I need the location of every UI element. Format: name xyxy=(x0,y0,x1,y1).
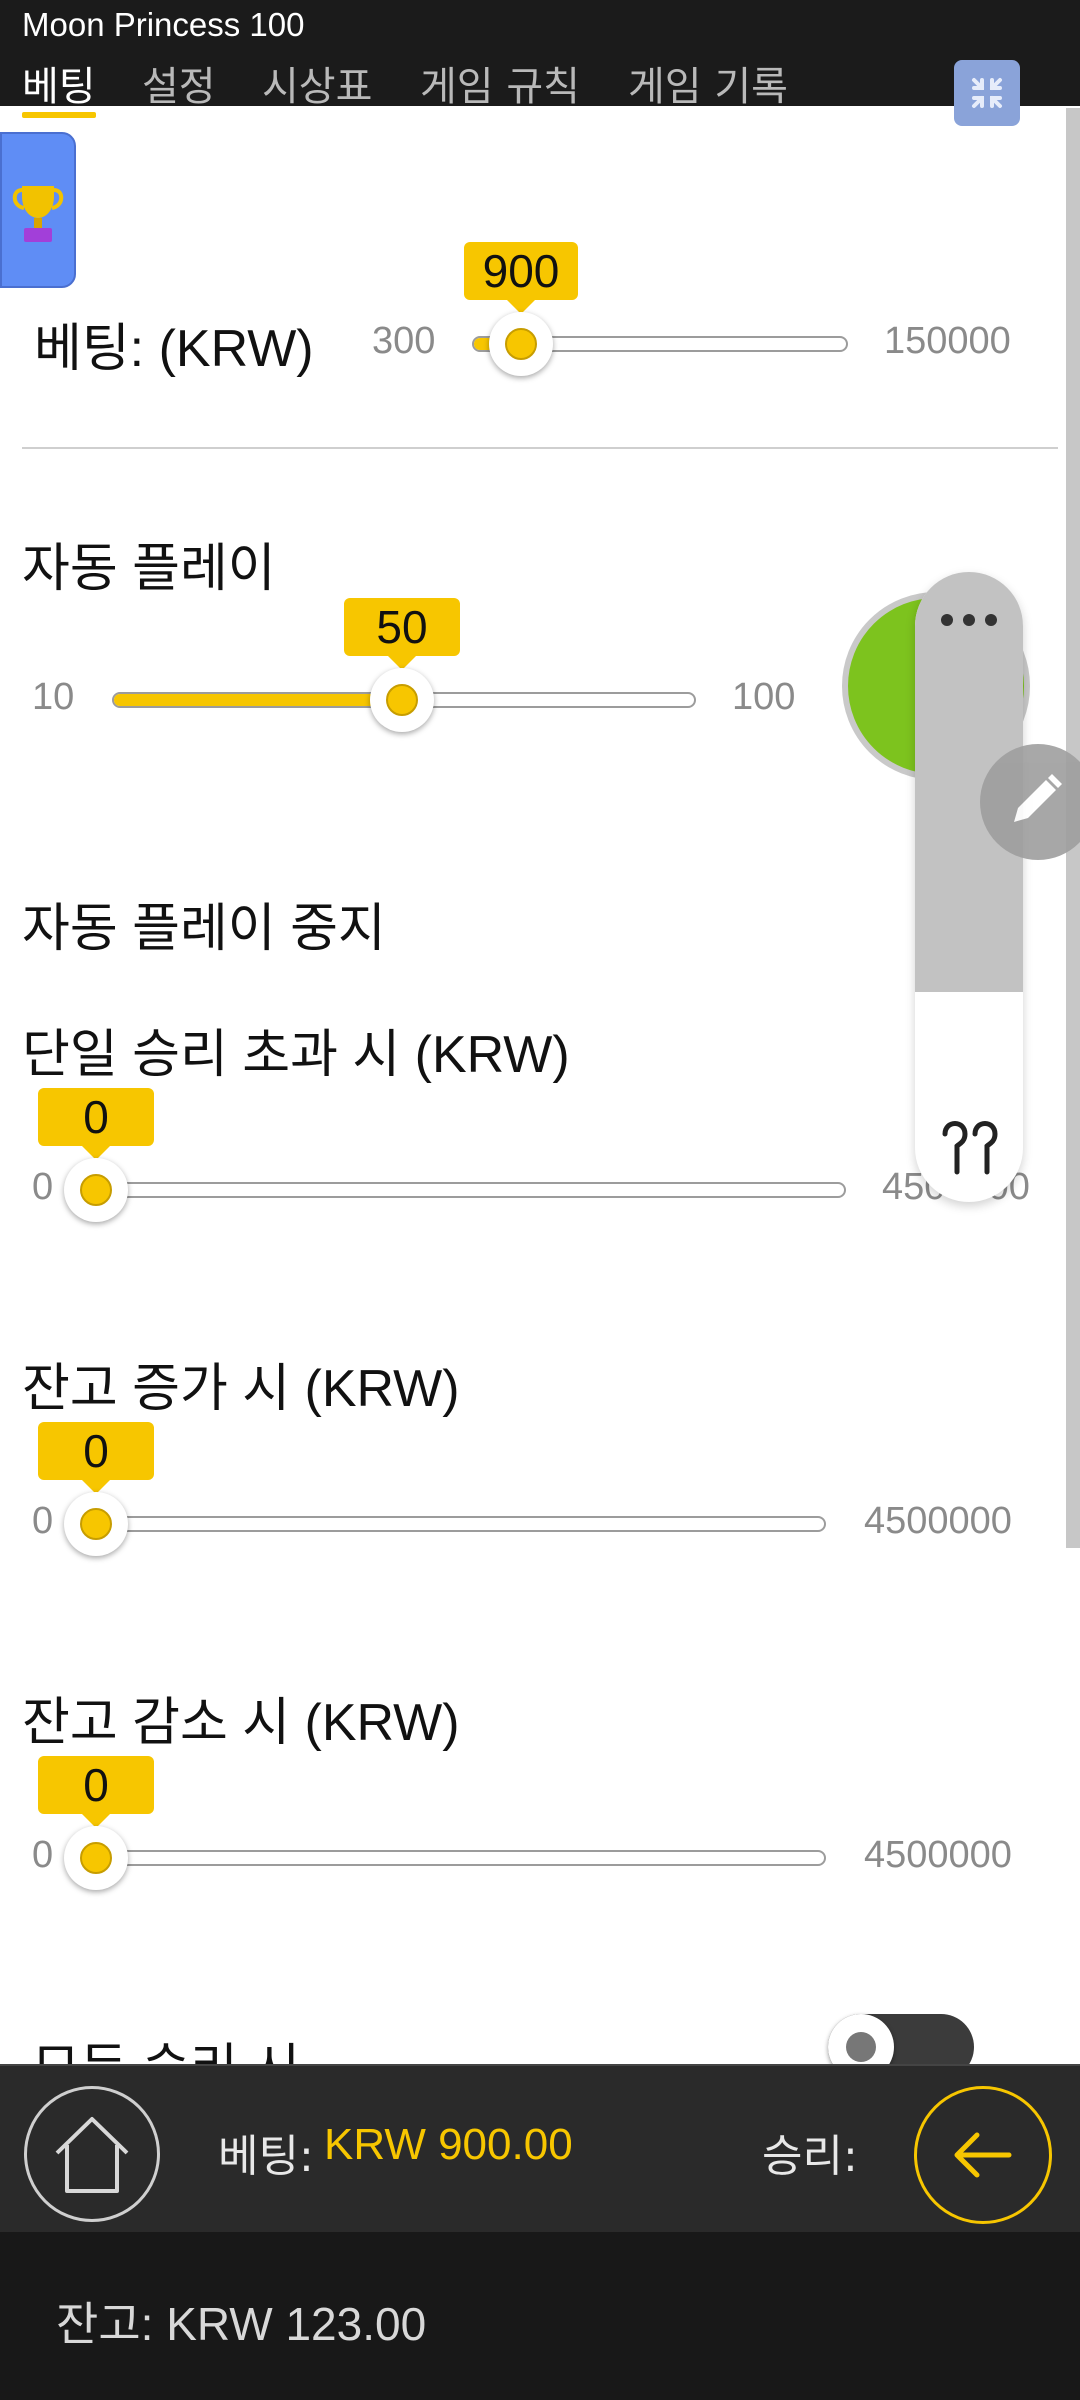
bet-value-bubble: 900 xyxy=(464,242,578,314)
bet-label: 베팅: (KRW) xyxy=(34,320,314,378)
autoplay-slider-fill xyxy=(114,694,404,706)
autoplay-min: 10 xyxy=(32,676,75,718)
more-dots-icon[interactable] xyxy=(937,610,1001,630)
bottom-win-label: 승리: xyxy=(762,2131,858,2182)
balance-down-slider-track[interactable] xyxy=(76,1850,826,1866)
single-win-min: 0 xyxy=(32,1166,54,1208)
collapse-icon xyxy=(972,78,1002,108)
edit-button[interactable] xyxy=(980,744,1080,860)
balance-up-slider-thumb[interactable] xyxy=(64,1492,128,1556)
balance-up-max: 4500000 xyxy=(864,1500,1012,1542)
balance-up-min: 0 xyxy=(32,1500,54,1542)
home-icon xyxy=(55,2117,129,2193)
tab-paytable[interactable]: 시상표 xyxy=(262,64,373,110)
autoplay-max: 100 xyxy=(732,676,796,718)
floating-tool-panel[interactable] xyxy=(915,572,1023,1202)
autoplay-label: 자동 플레이 xyxy=(22,540,276,598)
tab-game-rules[interactable]: 게임 규칙 xyxy=(420,64,580,110)
balance-down-value-bubble: 0 xyxy=(38,1756,154,1828)
balance-down-max: 4500000 xyxy=(864,1834,1012,1876)
balance-text: 잔고: KRW 123.00 xyxy=(56,2298,427,2350)
balance-up-value-bubble: 0 xyxy=(38,1422,154,1494)
balance-up-label: 잔고 증가 시 (KRW) xyxy=(22,1360,460,1418)
bottom-bet-label: 베팅: xyxy=(218,2131,314,2182)
bet-min: 300 xyxy=(372,320,436,362)
balance-down-slider-thumb[interactable] xyxy=(64,1826,128,1890)
single-win-label: 단일 승리 초과 시 (KRW) xyxy=(22,1026,570,1084)
divider xyxy=(22,447,1058,449)
trophy-button[interactable] xyxy=(0,132,76,288)
single-win-slider-track[interactable] xyxy=(76,1182,846,1198)
single-win-value-bubble: 0 xyxy=(38,1088,154,1160)
home-button[interactable] xyxy=(24,2086,160,2222)
trophy-icon xyxy=(12,186,64,242)
tab-bet[interactable]: 베팅 xyxy=(22,54,96,118)
back-arrow-icon xyxy=(954,2132,1012,2178)
title-bar: Moon Princess 100 xyxy=(0,0,1080,52)
collapse-button[interactable] xyxy=(954,60,1020,126)
earbuds-icon[interactable] xyxy=(935,1112,1005,1182)
tab-game-history[interactable]: 게임 기록 xyxy=(628,64,788,110)
autoplay-value-bubble: 50 xyxy=(344,598,460,670)
stop-autoplay-title: 자동 플레이 중지 xyxy=(22,900,386,958)
bet-max: 150000 xyxy=(884,320,1011,362)
bet-slider-thumb[interactable] xyxy=(489,312,553,376)
bottom-bet-value: KRW 900.00 xyxy=(324,2120,573,2169)
single-win-slider-thumb[interactable] xyxy=(64,1158,128,1222)
balance-up-slider-track[interactable] xyxy=(76,1516,826,1532)
bottom-bar: 베팅: KRW 900.00 승리: xyxy=(0,2064,1080,2234)
balance-down-label: 잔고 감소 시 (KRW) xyxy=(22,1694,460,1752)
app-title: Moon Princess 100 xyxy=(22,6,305,43)
pencil-icon xyxy=(1014,774,1062,822)
balance-bar: 잔고: KRW 123.00 xyxy=(0,2232,1080,2400)
autoplay-slider-thumb[interactable] xyxy=(370,668,434,732)
tab-bar: 베팅 설정 시상표 게임 규칙 게임 기록 xyxy=(0,52,1080,118)
balance-down-min: 0 xyxy=(32,1834,54,1876)
tab-settings[interactable]: 설정 xyxy=(142,64,216,110)
back-button[interactable] xyxy=(914,2086,1052,2224)
